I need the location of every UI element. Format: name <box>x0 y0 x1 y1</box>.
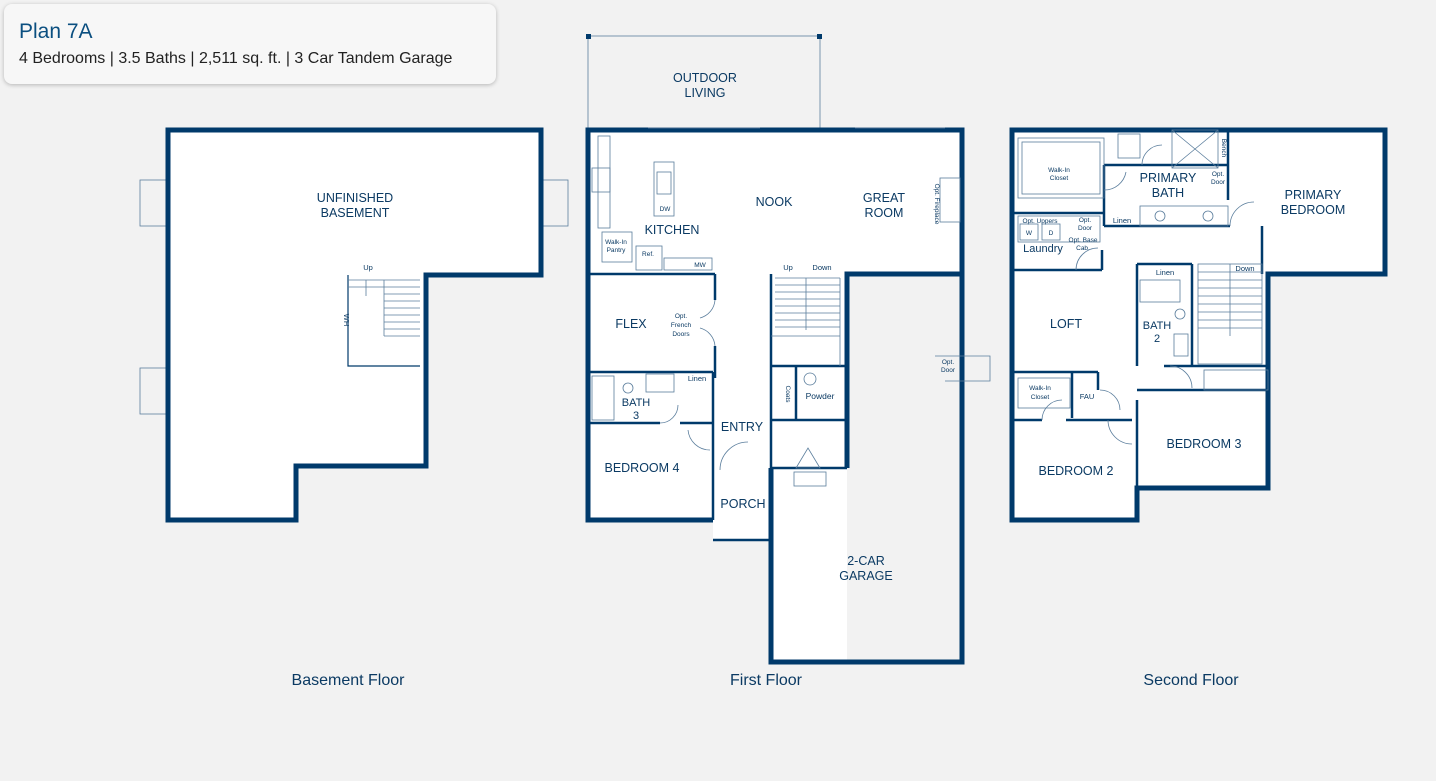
opt-door-label: Door <box>1211 179 1226 186</box>
washer-label: W <box>1026 230 1033 237</box>
first-floor-plan: OUTDOOR LIVING KITCHEN NOOK GREAT ROOM O… <box>585 34 991 665</box>
laundry-label: Laundry <box>1023 243 1063 255</box>
dryer-label: D <box>1049 230 1054 237</box>
window-bay <box>540 179 569 227</box>
opt-door-label: Door <box>941 367 956 374</box>
first-floor-interior-walls <box>588 272 847 542</box>
walk-in-closet-label: Closet <box>1031 394 1050 401</box>
primary-bath-label: BATH <box>1152 186 1184 200</box>
second-floor-stairs <box>1198 264 1262 336</box>
stair-wall <box>347 275 420 367</box>
coats-label: Coats <box>784 386 791 404</box>
walk-in-closet-label: Walk-In <box>1029 385 1051 392</box>
opt-door-label: Door <box>1078 225 1093 232</box>
ref-label: Ref. <box>642 251 654 258</box>
bedroom4-label: BEDROOM 4 <box>604 461 679 475</box>
linen-label: Linen <box>1113 216 1131 225</box>
flex-label: FLEX <box>615 317 647 331</box>
first-floor-label: First Floor <box>730 672 802 689</box>
outdoor-living-label: LIVING <box>685 86 726 100</box>
loft-label: LOFT <box>1050 317 1082 331</box>
plan-info-card: Plan 7A 4 Bedrooms | 3.5 Baths | 2,511 s… <box>4 4 496 84</box>
great-room-label: ROOM <box>865 206 904 220</box>
bedroom2-label: BEDROOM 2 <box>1038 464 1113 478</box>
french-doors-label: French <box>671 322 692 329</box>
second-floor-doors <box>1041 144 1255 445</box>
garage-label: GARAGE <box>839 569 893 583</box>
pantry-label: Pantry <box>607 247 627 254</box>
bedroom3-label: BEDROOM 3 <box>1166 437 1241 451</box>
basement-outline-fill <box>168 130 541 520</box>
linen-label: Linen <box>688 374 706 383</box>
stair-up-label: Up <box>783 263 793 272</box>
bath3-fixtures <box>591 372 827 487</box>
first-floor-walls <box>585 127 965 665</box>
primary-bath-label: PRIMARY <box>1140 171 1197 185</box>
powder-label: Powder <box>806 391 835 401</box>
bath3-label: 3 <box>633 410 639 422</box>
porch-label: PORCH <box>720 497 765 511</box>
entry-label: ENTRY <box>721 420 764 434</box>
stair-down-label: Down <box>812 263 831 272</box>
walk-in-closet-label: Walk-In <box>1048 167 1070 174</box>
bath2-label: 2 <box>1154 333 1160 345</box>
plan-title: Plan 7A <box>19 20 93 43</box>
bath3-label: BATH <box>622 397 651 409</box>
first-floor-doors <box>659 299 991 471</box>
french-doors-label: Opt. <box>675 313 687 320</box>
basement-room-label: BASEMENT <box>321 206 390 220</box>
primary-bedroom-label: BEDROOM <box>1281 203 1346 217</box>
pantry-label: Walk-In <box>605 239 627 246</box>
linen-label: Linen <box>1156 268 1174 277</box>
window-bay <box>139 179 169 227</box>
second-floor-fill <box>1012 130 1385 520</box>
kitchen-fixtures <box>591 127 961 271</box>
outdoor-living-label: OUTDOOR <box>673 71 737 85</box>
opt-base-cab-label: Cab. <box>1076 245 1090 252</box>
primary-bedroom-label: PRIMARY <box>1285 188 1342 202</box>
nook-label: NOOK <box>756 195 793 209</box>
basement-stairs <box>348 279 420 337</box>
first-floor-fill <box>588 130 962 662</box>
fireplace-label: Opt. Fireplace <box>933 184 940 225</box>
water-heater-label: WH <box>342 314 351 327</box>
basement-floor-plan: UNFINISHED BASEMENT Up WH <box>139 127 569 523</box>
walk-in-closet-label: Closet <box>1050 175 1069 182</box>
basement-walls <box>165 127 544 523</box>
stair-up-label: Up <box>363 263 373 272</box>
bench-label: Bench <box>1220 139 1227 158</box>
basement-room-label: UNFINISHED <box>317 191 393 205</box>
second-floor-plan: Walk-In Closet PRIMARY BATH Bench Opt. D… <box>1009 127 1388 523</box>
second-floor-walls <box>1009 127 1388 523</box>
bath2-label: BATH <box>1143 320 1172 332</box>
second-floor-label: Second Floor <box>1143 672 1239 689</box>
dishwasher-label: DW <box>660 206 672 213</box>
garage-label: 2-CAR <box>847 554 885 568</box>
plan-specs: 4 Bedrooms | 3.5 Baths | 2,511 sq. ft. |… <box>19 50 453 67</box>
opt-door-label: Opt. <box>1079 217 1091 224</box>
opt-door-label: Opt. <box>1212 171 1224 178</box>
great-room-label: GREAT <box>863 191 905 205</box>
fau-label: FAU <box>1080 392 1095 401</box>
opt-door-label: Opt. <box>942 359 954 366</box>
mw-label: MW <box>694 262 706 269</box>
window-bay <box>139 367 169 415</box>
stair-down-label: Down <box>1235 264 1254 273</box>
opt-base-cab-label: Opt. Base <box>1069 237 1098 244</box>
french-doors-label: Doors <box>672 331 690 338</box>
basement-floor-label: Basement Floor <box>291 672 405 689</box>
kitchen-label: KITCHEN <box>645 223 700 237</box>
first-floor-stairs <box>771 277 841 366</box>
opt-uppers-label: Opt. Uppers <box>1022 218 1058 225</box>
